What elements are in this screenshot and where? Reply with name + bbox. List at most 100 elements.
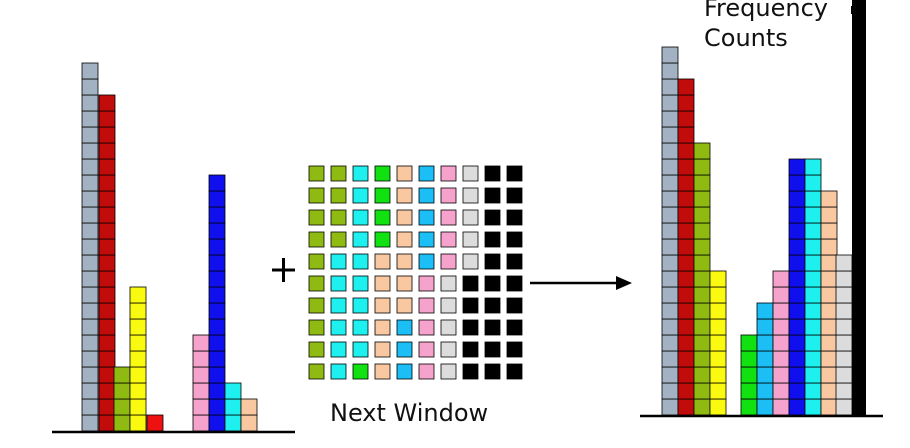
histogram-cell: [788, 270, 806, 288]
histogram-cell: [677, 398, 695, 416]
histogram-cell: [98, 254, 116, 272]
histogram-cell: [81, 270, 99, 288]
histogram-cell: [224, 398, 242, 416]
histogram-cell: [661, 126, 679, 144]
window-cell: [506, 209, 523, 226]
histogram-cell: [113, 366, 131, 384]
histogram-cell: [208, 302, 226, 320]
histogram-cell: [677, 238, 695, 256]
window-cell: [352, 165, 369, 182]
histogram-cell: [756, 334, 774, 352]
histogram-cell: [788, 318, 806, 336]
histogram-cell: [677, 302, 695, 320]
histogram-cell: [81, 382, 99, 400]
window-cell: [374, 253, 391, 270]
plus-sign: [272, 258, 295, 282]
histogram-cell: [820, 222, 838, 240]
histogram-cell: [693, 254, 711, 272]
histogram-cell: [240, 414, 258, 432]
histogram-cell: [81, 110, 99, 128]
histogram-cell: [804, 302, 822, 320]
window-cell: [330, 275, 347, 292]
histogram-cell: [693, 382, 711, 400]
histogram-cell: [129, 382, 147, 400]
right-histogram: [661, 0, 866, 416]
histogram-cell: [820, 254, 838, 272]
histogram-cell: [98, 302, 116, 320]
histogram-cell: [661, 110, 679, 128]
histogram-cell: [98, 382, 116, 400]
window-cell: [506, 275, 523, 292]
window-cell: [352, 209, 369, 226]
arrow: [530, 276, 632, 290]
right-hist-bar-olive: [693, 142, 711, 416]
window-cell: [374, 363, 391, 380]
window-cell: [308, 297, 325, 314]
histogram-cell: [772, 334, 790, 352]
histogram-cell: [693, 318, 711, 336]
window-cell: [418, 187, 435, 204]
histogram-cell: [756, 302, 774, 320]
histogram-cell: [661, 206, 679, 224]
histogram-cell: [693, 286, 711, 304]
histogram-cell: [98, 270, 116, 288]
histogram-cell: [113, 398, 131, 416]
histogram-cell: [208, 398, 226, 416]
window-cell: [308, 165, 325, 182]
window-cell: [352, 253, 369, 270]
histogram-cell: [804, 366, 822, 384]
histogram-cell: [693, 174, 711, 192]
histogram-cell: [693, 238, 711, 256]
histogram-cell: [661, 366, 679, 384]
histogram-cell: [192, 382, 210, 400]
histogram-cell: [804, 190, 822, 208]
right-hist-bar-skyblue: [756, 302, 774, 416]
left-hist-bar-peach: [240, 398, 258, 432]
window-cell: [330, 363, 347, 380]
histogram-cell: [820, 366, 838, 384]
histogram-cell: [661, 46, 679, 64]
window-cell: [352, 275, 369, 292]
window-cell: [418, 231, 435, 248]
window-cell: [396, 187, 413, 204]
histogram-cell: [224, 414, 242, 432]
window-cell: [352, 341, 369, 358]
window-cell: [506, 341, 523, 358]
histogram-cell: [661, 350, 679, 368]
next-window-grid: [308, 165, 523, 380]
histogram-cell: [677, 222, 695, 240]
histogram-cell: [709, 302, 727, 320]
histogram-cell: [677, 382, 695, 400]
histogram-cell: [81, 318, 99, 336]
window-cell: [484, 319, 501, 336]
histogram-cell: [208, 222, 226, 240]
histogram-cell: [709, 382, 727, 400]
window-cell: [506, 253, 523, 270]
histogram-cell: [756, 318, 774, 336]
histogram-cell: [81, 222, 99, 240]
histogram-cell: [677, 142, 695, 160]
window-cell: [440, 297, 457, 314]
left-hist-bar-small_red: [146, 414, 164, 432]
histogram-cell: [788, 206, 806, 224]
histogram-cell: [81, 126, 99, 144]
window-cell: [308, 275, 325, 292]
window-cell: [330, 187, 347, 204]
window-cell: [374, 275, 391, 292]
window-cell: [330, 209, 347, 226]
histogram-cell: [677, 174, 695, 192]
histogram-cell: [661, 238, 679, 256]
histogram-cell: [81, 94, 99, 112]
histogram-cell: [788, 382, 806, 400]
window-cell: [462, 319, 479, 336]
histogram-cell: [835, 334, 853, 352]
histogram-cell: [820, 270, 838, 288]
histogram-cell: [98, 206, 116, 224]
window-cell: [440, 231, 457, 248]
histogram-cell: [693, 190, 711, 208]
histogram-cell: [146, 414, 164, 432]
window-cell: [440, 275, 457, 292]
histogram-cell: [81, 366, 99, 384]
window-cell: [374, 341, 391, 358]
window-cell: [418, 297, 435, 314]
